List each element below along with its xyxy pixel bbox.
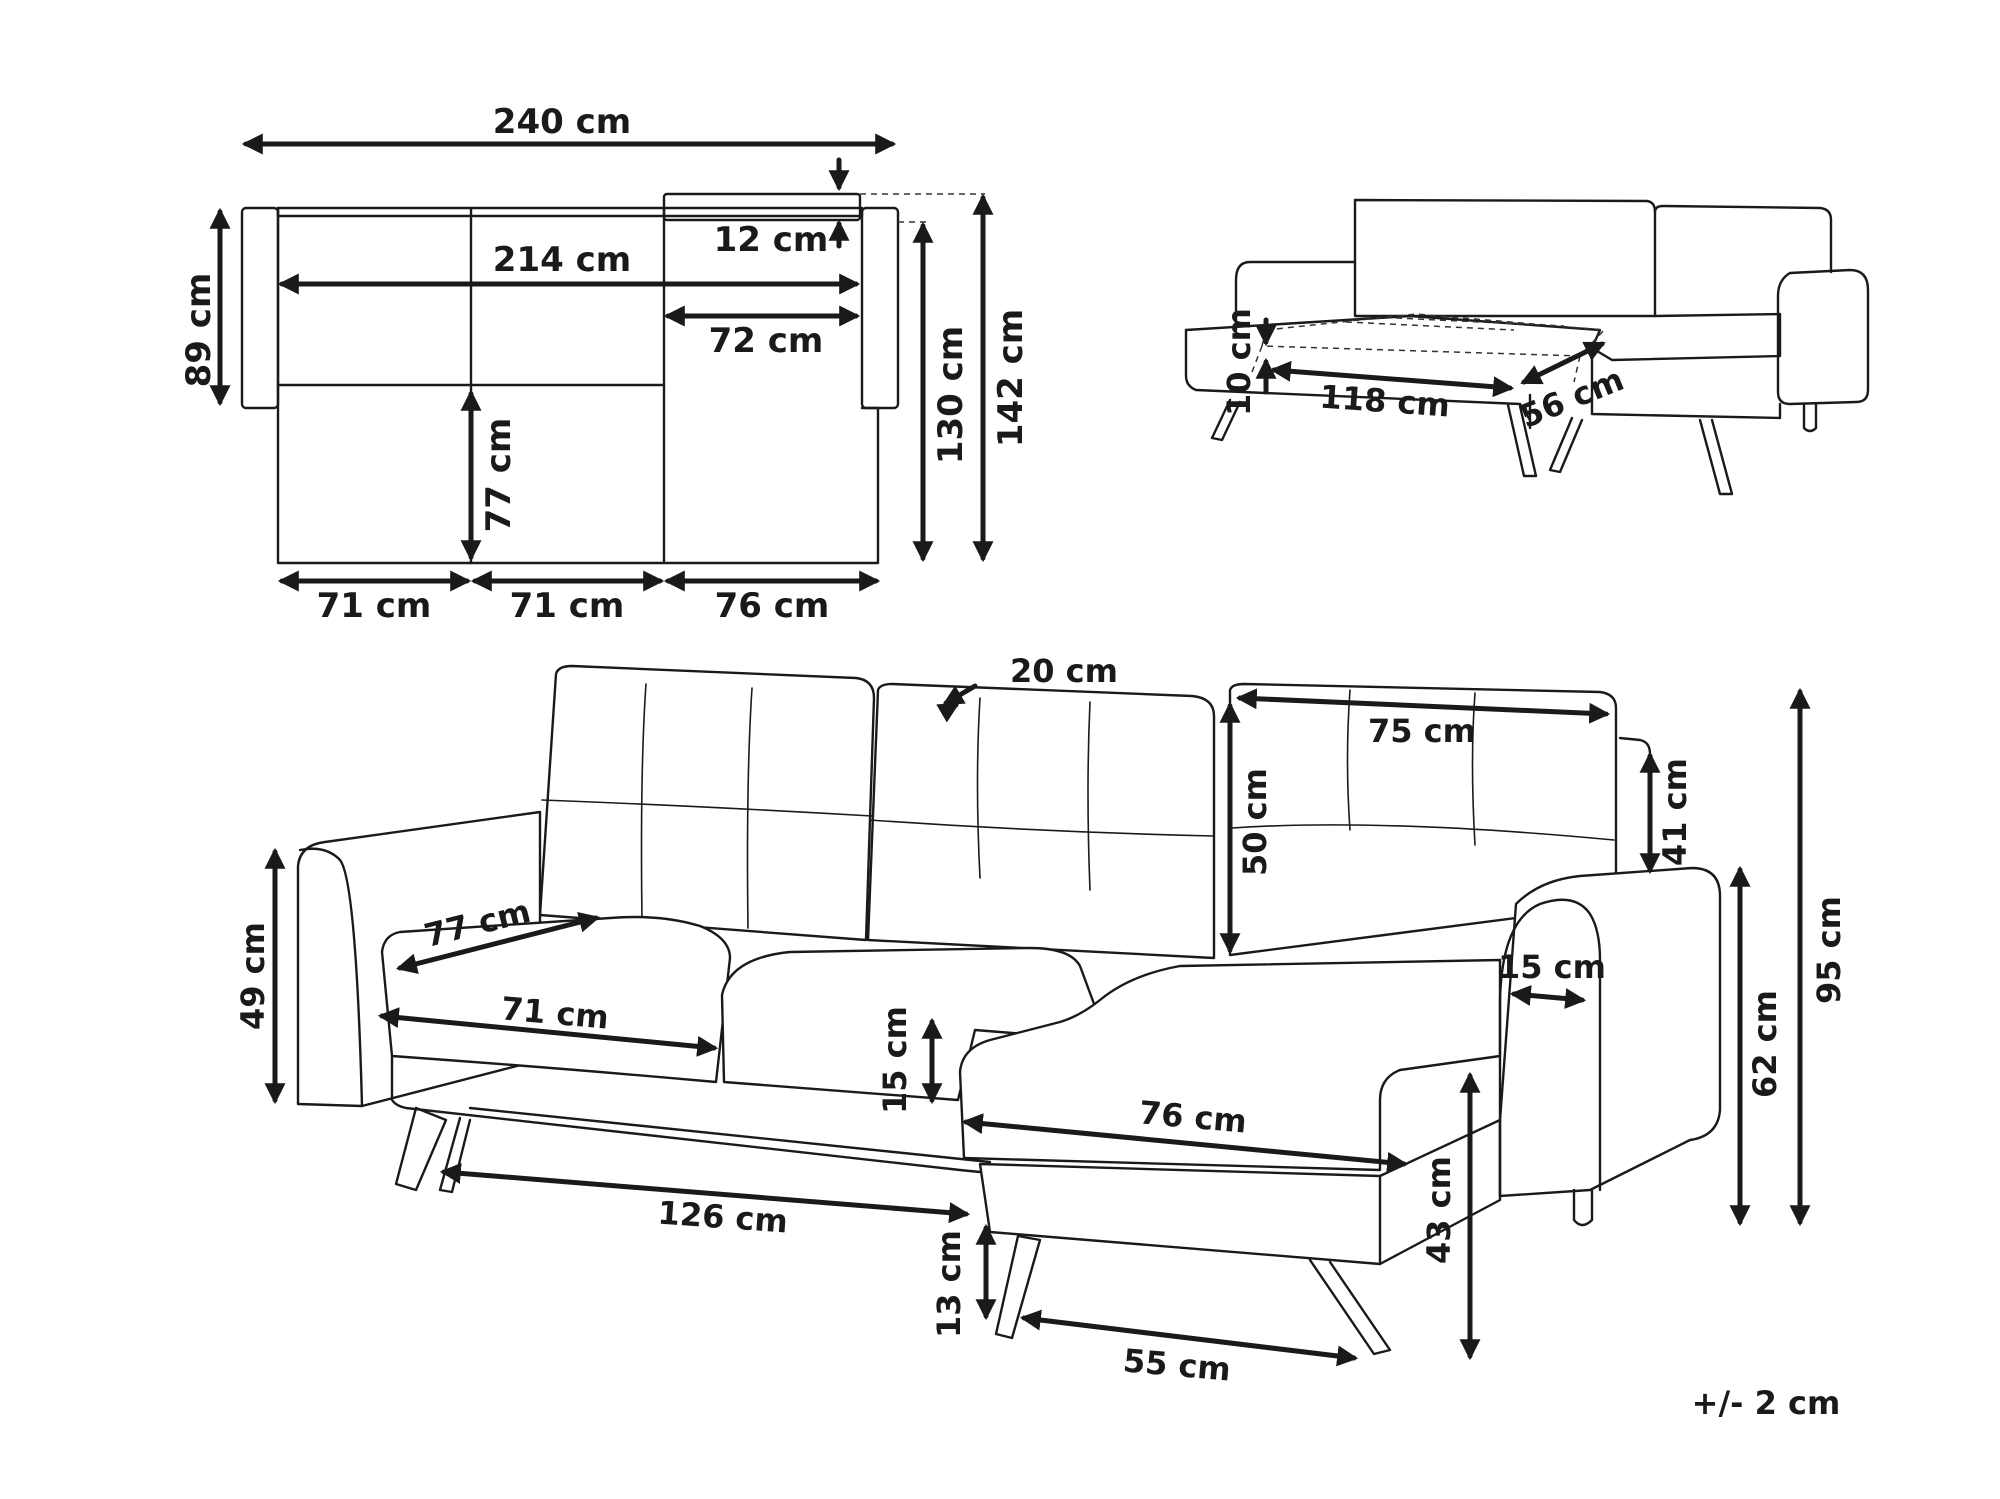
- dim-label-10: 10 cm: [1220, 308, 1258, 416]
- bed-platform-top: [1184, 314, 1602, 350]
- dim-label-62: 62 cm: [1746, 990, 1784, 1098]
- dim-label-41: 41 cm: [1656, 758, 1694, 866]
- dim-label-72: 72 cm: [709, 321, 824, 361]
- bed-mode-view: [1184, 198, 1870, 496]
- persp-back-arm-edge: [1618, 736, 1652, 878]
- top-view-left-arm: [240, 206, 280, 410]
- dim-label-20: 20 cm: [1010, 652, 1118, 690]
- top-view-headrest: [662, 192, 862, 222]
- dim-label-50: 50 cm: [1236, 768, 1274, 876]
- dim-label-76-a: 76 cm: [715, 586, 830, 626]
- bed-leg-1: [1210, 398, 1242, 442]
- persp-leg-chaise-left: [994, 1234, 1042, 1340]
- dim-line-118: [1269, 360, 1515, 398]
- persp-base-front: [390, 1054, 1002, 1176]
- top-view-seat-outline: [276, 206, 880, 565]
- dim-line-56: [1520, 341, 1606, 385]
- dim-label-118: 118 cm: [1318, 378, 1451, 425]
- perspective-view: [296, 664, 1722, 1356]
- dim-line-77-persp: [395, 911, 601, 975]
- dim-label-71-a: 71 cm: [317, 586, 432, 626]
- bed-leg-2: [1506, 403, 1538, 478]
- dim-label-77-top: 77 cm: [479, 418, 519, 533]
- persp-leg-front-left: [394, 1106, 448, 1192]
- persp-right-arm-front: [1498, 898, 1602, 1198]
- dim-line-55: [1019, 1309, 1359, 1367]
- dim-label-55: 55 cm: [1122, 1341, 1233, 1388]
- dim-label-89: 89 cm: [179, 273, 219, 388]
- persp-leg-right: [1572, 1188, 1594, 1227]
- top-view-back: [276, 206, 864, 218]
- persp-left-arm-front: [298, 847, 364, 1108]
- tolerance-note: +/- 2 cm: [1692, 1384, 1841, 1422]
- dim-arrow-20-b: [936, 702, 960, 723]
- top-view-dimensions: 240 cm 214 cm 12 cm 72 cm 89 cm 77 cm 13…: [179, 102, 1031, 626]
- dim-label-214: 214 cm: [493, 240, 631, 280]
- dim-line-71-persp: [377, 1007, 719, 1057]
- persp-leg-back-left: [438, 1116, 472, 1194]
- bed-back-right: [1653, 204, 1833, 274]
- persp-back-cushion-middle: [866, 682, 1216, 960]
- persp-leg-chaise-right: [1308, 1258, 1392, 1356]
- bed-left-arm: [1234, 260, 1357, 332]
- dim-line-75: [1235, 688, 1611, 724]
- dim-label-142: 142 cm: [991, 309, 1031, 447]
- dim-label-130: 130 cm: [931, 326, 971, 464]
- dim-line-15-arm: [1509, 985, 1587, 1009]
- perspective-dimensions: 20 cm 75 cm 50 cm 41 cm 77 cm 49 cm 71 c…: [234, 652, 1848, 1422]
- dim-label-13: 13 cm: [930, 1230, 968, 1338]
- persp-chaise-base: [978, 1162, 1382, 1266]
- bed-platform-front: [1184, 328, 1532, 422]
- persp-back-cushion-left: [538, 664, 876, 942]
- dim-label-75: 75 cm: [1368, 712, 1476, 750]
- dim-arrow-20-a: [942, 683, 978, 706]
- dim-label-71-b: 71 cm: [510, 586, 625, 626]
- bed-leg-3: [1548, 416, 1584, 474]
- dim-label-56: 56 cm: [1515, 360, 1629, 436]
- dim-label-15-arm: 15 cm: [1498, 948, 1606, 986]
- dim-line-126: [439, 1162, 971, 1224]
- dim-label-71-persp: 71 cm: [500, 989, 611, 1036]
- bed-right-arm: [1776, 268, 1870, 406]
- dim-label-240: 240 cm: [493, 102, 631, 142]
- bed-back-left: [1353, 198, 1657, 318]
- dim-label-76-persp: 76 cm: [1138, 1093, 1249, 1140]
- dim-label-126: 126 cm: [656, 1194, 789, 1241]
- bed-leg-4: [1698, 418, 1734, 496]
- top-view: [240, 192, 985, 565]
- dim-label-49: 49 cm: [234, 922, 272, 1030]
- bed-chaise-seat: [1590, 312, 1782, 362]
- dim-label-12: 12 cm: [714, 220, 829, 260]
- dim-label-15-seat: 15 cm: [876, 1006, 914, 1114]
- top-view-right-arm: [860, 206, 900, 410]
- dim-label-43: 43 cm: [1420, 1156, 1458, 1264]
- bed-leg-5: [1802, 402, 1818, 433]
- dim-label-95: 95 cm: [1810, 896, 1848, 1004]
- persp-right-arm: [1498, 866, 1722, 1198]
- dim-line-76-persp: [961, 1113, 1409, 1173]
